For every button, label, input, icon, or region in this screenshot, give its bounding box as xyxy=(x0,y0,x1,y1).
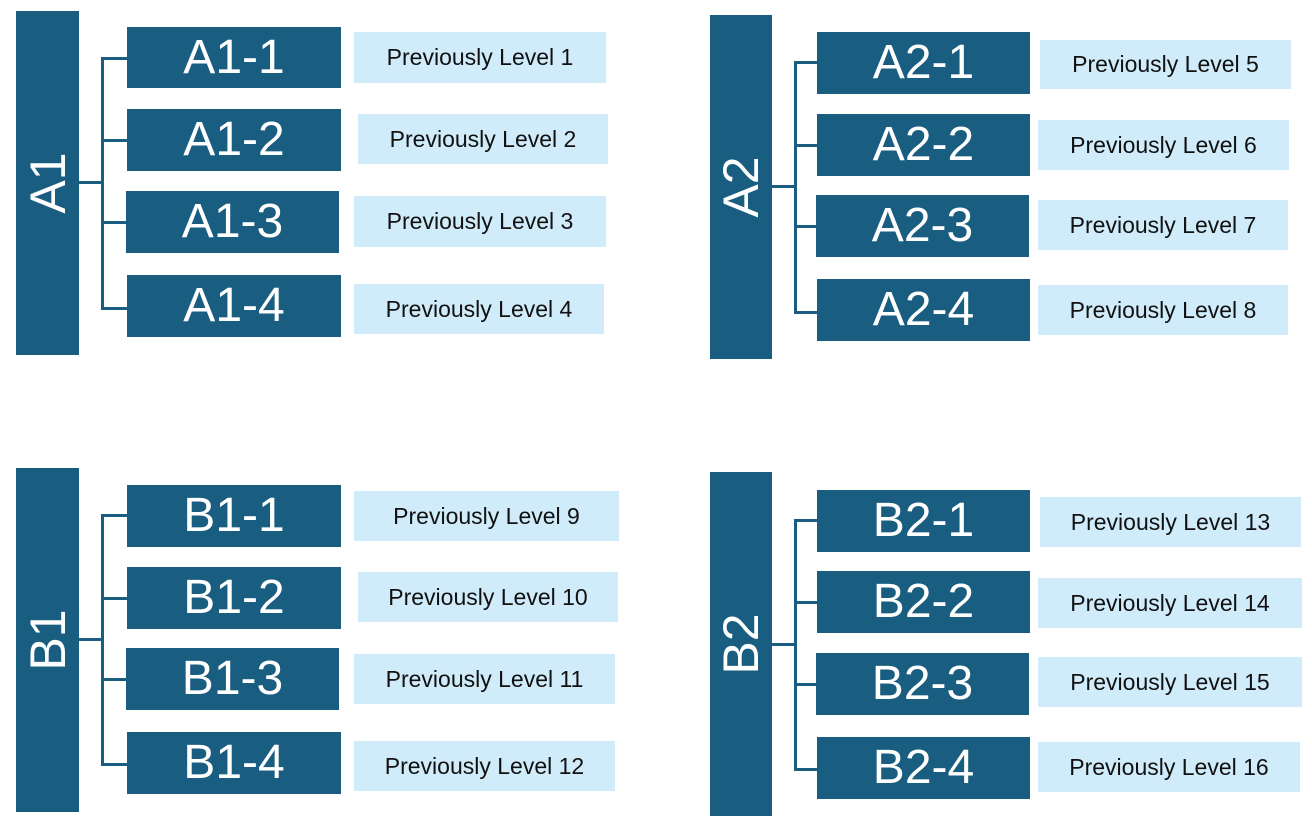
child-node: A1-1 xyxy=(127,27,341,88)
note-label: Previously Level 7 xyxy=(1038,200,1288,250)
child-node: B2-3 xyxy=(816,653,1029,715)
note-label: Previously Level 14 xyxy=(1038,578,1302,628)
note-label: Previously Level 5 xyxy=(1040,40,1291,89)
note-label: Previously Level 10 xyxy=(358,572,618,622)
root-node-b2: B2 xyxy=(710,472,772,816)
connector xyxy=(79,638,103,641)
note-label: Previously Level 12 xyxy=(354,741,615,791)
connector xyxy=(794,225,817,228)
root-label-b1: B1 xyxy=(19,609,76,671)
connector xyxy=(772,643,796,646)
child-node: B2-4 xyxy=(817,737,1030,799)
child-node: A2-2 xyxy=(817,114,1030,176)
connector xyxy=(794,768,817,771)
root-label-a1: A1 xyxy=(19,152,76,214)
connector xyxy=(794,520,797,771)
connector xyxy=(101,221,127,224)
connector xyxy=(794,683,817,686)
connector xyxy=(101,515,104,766)
connector xyxy=(101,763,127,766)
note-label: Previously Level 2 xyxy=(358,114,608,164)
connector xyxy=(101,307,127,310)
connector xyxy=(101,597,127,600)
child-node: B1-4 xyxy=(127,732,341,794)
child-node: B1-3 xyxy=(126,648,339,710)
connector xyxy=(101,514,127,517)
note-label: Previously Level 15 xyxy=(1038,657,1302,707)
root-node-a1: A1 xyxy=(16,11,79,355)
root-label-a2: A2 xyxy=(713,156,769,218)
note-label: Previously Level 9 xyxy=(354,491,619,541)
note-label: Previously Level 1 xyxy=(354,32,606,83)
connector xyxy=(79,181,103,184)
note-label: Previously Level 3 xyxy=(354,196,606,247)
connector xyxy=(794,62,797,314)
root-label-b2: B2 xyxy=(713,613,769,675)
note-label: Previously Level 6 xyxy=(1038,120,1289,170)
connector xyxy=(772,185,796,188)
connector xyxy=(794,311,817,314)
connector xyxy=(794,61,817,64)
connector xyxy=(101,139,127,142)
connector xyxy=(101,58,104,310)
child-node: A1-3 xyxy=(126,191,339,253)
note-label: Previously Level 16 xyxy=(1038,742,1300,792)
connector xyxy=(101,57,127,60)
child-node: B2-1 xyxy=(817,490,1030,552)
note-label: Previously Level 4 xyxy=(354,284,604,334)
note-label: Previously Level 8 xyxy=(1038,285,1288,335)
child-node: A2-4 xyxy=(817,279,1030,341)
root-node-a2: A2 xyxy=(710,15,772,359)
connector xyxy=(794,601,817,604)
connector xyxy=(794,144,817,147)
child-node: A2-3 xyxy=(816,195,1029,257)
child-node: A1-2 xyxy=(127,109,341,171)
connector xyxy=(794,519,817,522)
child-node: B1-2 xyxy=(127,567,341,629)
child-node: A2-1 xyxy=(817,32,1030,94)
child-node: A1-4 xyxy=(127,275,341,337)
root-node-b1: B1 xyxy=(16,468,79,812)
child-node: B2-2 xyxy=(817,571,1030,633)
connector xyxy=(101,678,127,681)
child-node: B1-1 xyxy=(127,485,341,547)
note-label: Previously Level 11 xyxy=(354,654,615,704)
note-label: Previously Level 13 xyxy=(1040,497,1301,547)
